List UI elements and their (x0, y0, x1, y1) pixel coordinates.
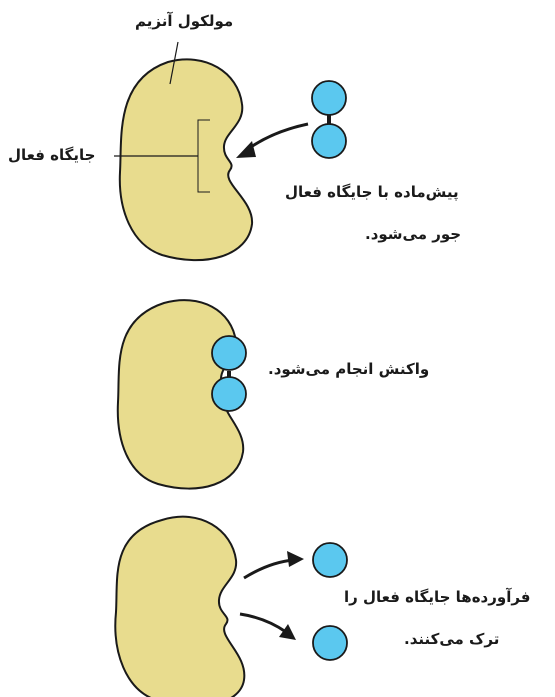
enzyme-molecule-label: مولکول آنزیم (135, 12, 234, 30)
molecule-stage2-bottom (211, 376, 247, 412)
molecule-stage2-top (211, 335, 247, 371)
step2-caption: واکنش انجام می‌شود. (268, 360, 430, 378)
step1-caption-line1: پیش‌ماده با جایگاه فعال (285, 183, 459, 201)
step3-caption-line2: ترک می‌کنند. (404, 630, 500, 648)
substrate-molecule-bottom (311, 123, 347, 159)
substrate-molecule-top (311, 80, 347, 116)
stage-1-substrate-binding (114, 41, 347, 262)
binding-arrow-head (236, 141, 256, 158)
product-molecule-bottom (312, 625, 348, 661)
release-arrow-top (243, 558, 295, 580)
enzyme-shape-3 (114, 515, 246, 697)
stage-2-reaction (116, 299, 247, 490)
step1-caption-line2: جور می‌شود. (365, 225, 462, 243)
release-arrow-top-head (287, 551, 304, 567)
product-molecule-top (312, 542, 348, 578)
enzyme-label-leader (169, 41, 179, 85)
active-site-label: جایگاه فعال (8, 146, 96, 164)
enzyme-shape-1 (118, 58, 254, 262)
release-arrow-bottom-head (279, 624, 296, 640)
step3-caption-line1: فرآورده‌ها جایگاه فعال را (344, 588, 531, 606)
release-arrow-bottom (239, 612, 287, 634)
stage-3-product-release (114, 515, 348, 697)
